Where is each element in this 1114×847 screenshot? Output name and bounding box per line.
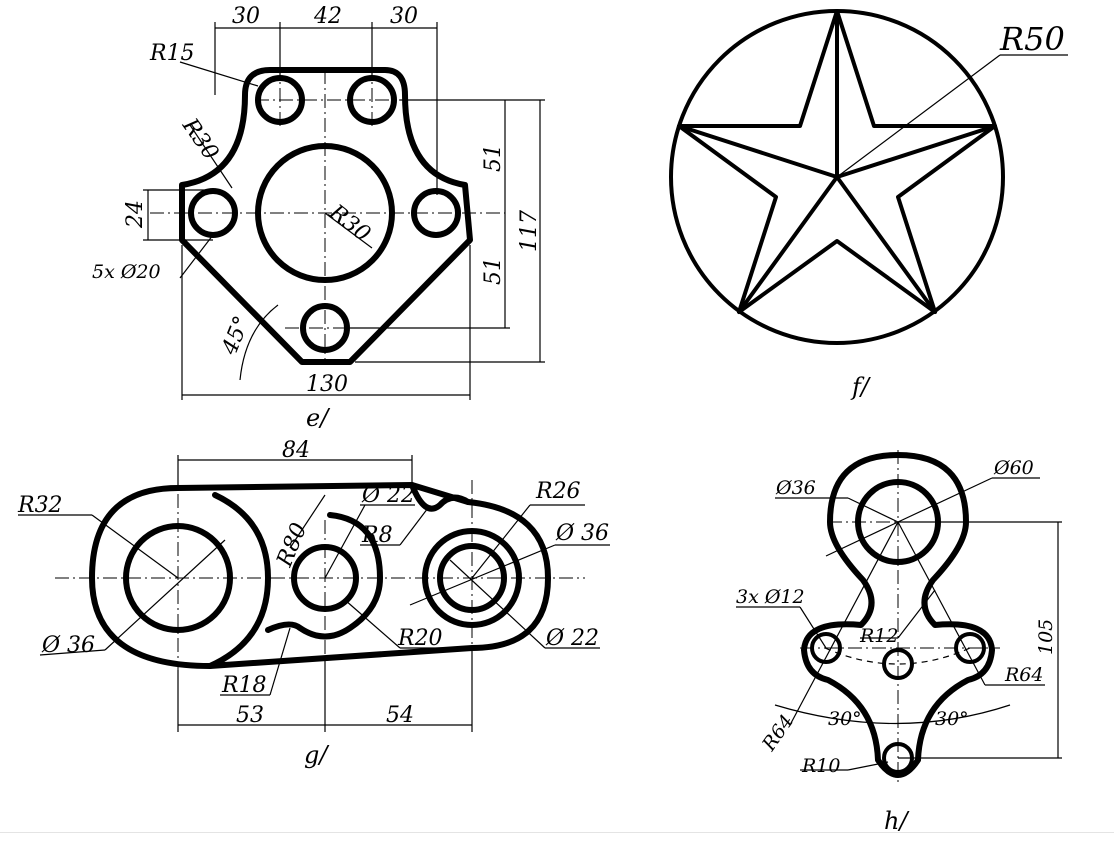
figure-e-centerlines [150,40,505,365]
figure-g-dim-r8: R8 [361,523,393,548]
figure-g-dim-phi22-right: Ø 22 [545,626,599,651]
figure-f-star-outline [677,9,997,314]
figure-g-dim-84: 84 [282,438,310,463]
figure-g-dim-54: 54 [386,703,414,728]
figure-h-hole-center [882,648,914,680]
figure-g-hole-left [123,523,233,633]
figure-h-dim-r10: R10 [801,755,840,777]
figure-f-caption: f/ [850,373,872,401]
figure-e-dim-42: 42 [313,4,342,29]
figure-g-dim-phi36-right: Ø 36 [555,521,609,546]
figure-e: 30 42 30 R15 R30 R30 24 5x Ø20 45° 130 5… [92,4,545,432]
figure-e-center-bore [255,143,395,283]
page-bottom-rule [0,832,1114,833]
figure-g-dimension-lines [18,455,610,732]
figure-g-inner-arc-mid [265,512,383,640]
figure-h-dim-r12: R12 [859,625,898,647]
figure-h-dim-r64-left: R64 [758,711,799,756]
figure-f: R50 f/ [669,9,1068,401]
figure-h-dimension-lines [736,477,1062,771]
figure-g-dim-r20: R20 [397,626,443,651]
figure-h-hole-right [954,632,986,664]
figure-g-ring-right [422,528,522,628]
figure-h-dim-30-left: 30° [828,708,862,730]
figure-e-dim-30-left: 30 [232,4,260,29]
figure-g-notch-r8 [409,482,471,512]
figure-g-caption: g/ [304,741,330,769]
figure-h-dim-r64-right: R64 [1004,664,1043,686]
figure-h-caption: h/ [884,807,910,835]
figure-e-dim-r30-outer: R30 [177,113,224,165]
figure-g-dim-phi22-top: Ø 22 [361,483,415,508]
figure-e-dim-130: 130 [306,372,348,397]
figure-g-dim-r32: R32 [17,493,63,518]
figure-g-inner-arc-left [207,492,271,669]
figure-e-dim-51-top: 51 [481,144,506,172]
figure-h-centerlines [800,450,1000,785]
figure-e-dim-r30-center: R30 [324,199,375,247]
figure-h-dim-phi60: Ø60 [993,457,1034,479]
figure-e-dim-117: 117 [517,210,542,252]
figure-h-dim-105: 105 [1035,619,1057,655]
figure-g-dim-r26: R26 [535,479,581,504]
figure-e-dim-24: 24 [123,200,148,229]
figure-e-dim-angle: 45° [217,313,255,359]
figure-g-dim-phi36-left: Ø 36 [41,633,95,658]
figure-f-radius-leader [836,54,1001,178]
figure-h-dim-phi36: Ø36 [775,477,816,499]
figure-h-dim-holes: 3x Ø12 [736,586,805,608]
figure-g-hole-right [437,543,507,613]
figure-e-hole-right [411,188,461,238]
figure-h: Ø36 Ø60 3x Ø12 R12 105 R64 R64 30° 30° R… [736,450,1062,835]
figure-f-dim-r50: R50 [999,20,1065,58]
figure-h-outline [801,452,995,778]
figure-e-outline [179,67,473,365]
figure-h-hole-left [810,632,842,664]
figure-e-dim-r15: R15 [149,41,195,66]
figure-e-caption: e/ [306,404,331,432]
figure-e-dimension-lines [143,22,545,400]
figure-g-dim-r80: R80 [272,520,312,572]
figure-g-dim-53: 53 [236,703,264,728]
figure-g-hole-mid [291,544,359,612]
figure-h-dim-30-right: 30° [935,708,969,730]
figure-g: 84 R32 R80 Ø 22 R8 R26 Ø 36 Ø 36 R20 Ø 2… [17,438,610,769]
figure-e-dim-30-right: 30 [390,4,418,29]
figure-e-dim-holes: 5x Ø20 [92,261,161,283]
figure-g-dim-r18: R18 [221,673,267,698]
figure-e-dim-51-bottom: 51 [481,257,506,285]
figure-f-star-ridges [677,9,997,314]
figure-e-hole-bottom [300,303,350,353]
